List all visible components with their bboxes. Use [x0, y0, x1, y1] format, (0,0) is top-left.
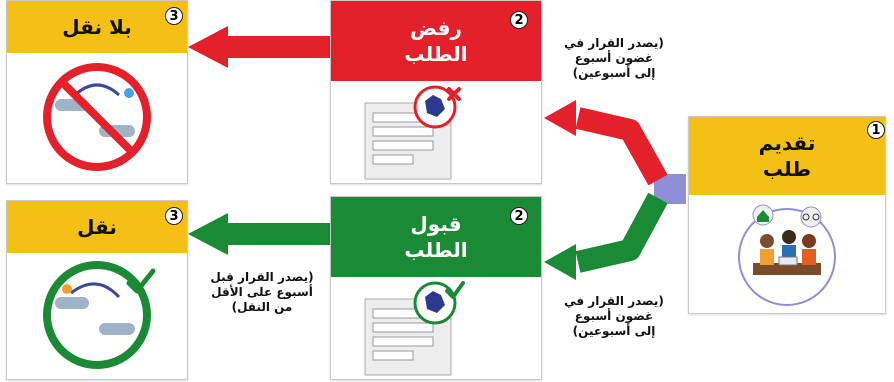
step-transfer-number: 3 [165, 207, 183, 225]
step-submit-header: تقديم طلب [689, 117, 885, 195]
no-flight-illustration [43, 63, 151, 171]
accept-to-transfer-arrowhead [188, 213, 228, 255]
step-no-transfer-number: 3 [165, 7, 183, 25]
accept-timing-note: (يصدر القرار في غضون أسبوع إلى أسبوعين) [564, 294, 664, 338]
step-no-transfer-header: بلا نقل [7, 1, 187, 53]
transfer-timing-note: (يصدر القرار قبل أسبوع على الأقل من النق… [210, 270, 314, 314]
accept-to-transfer-line [226, 223, 330, 245]
step-transfer-title: نقل [77, 215, 117, 239]
accept-branch-arrowhead [544, 244, 576, 280]
reject-timing-note: (يصدر القرار في غضون أسبوع إلى أسبوعين) [564, 36, 664, 80]
step-no-transfer-title: بلا نقل [62, 15, 132, 39]
step-submit-title: تقديم طلب [758, 131, 816, 181]
flight-illustration [43, 261, 156, 369]
accepted-form-illustration [364, 281, 465, 376]
meeting-illustration [738, 204, 836, 306]
step-reject-number: 2 [510, 11, 528, 29]
step-reject-header: رفض الطلب [331, 1, 541, 81]
reject-branch-arrowhead [544, 100, 576, 136]
step-reject-title: رفض الطلب [404, 16, 468, 66]
step-submit-number: 1 [867, 121, 885, 139]
step-accept-number: 2 [510, 207, 528, 225]
reject-to-no-transfer-line [226, 36, 330, 58]
step-transfer-card: نقل 3 [6, 200, 188, 380]
reject-to-no-transfer-arrowhead [188, 26, 228, 68]
step-accept-header: قبول الطلب [331, 197, 541, 277]
accept-branch-line [575, 192, 668, 273]
rejected-form-illustration [364, 85, 461, 180]
step-accept-card: قبول الطلب 2 [330, 196, 542, 380]
step-reject-card: رفض الطلب 2 [330, 0, 542, 184]
reject-branch-line [575, 107, 668, 186]
step-transfer-header: نقل [7, 201, 187, 253]
step-accept-title: قبول الطلب [404, 212, 468, 262]
step-no-transfer-card: بلا نقل 3 [6, 0, 188, 184]
step-submit-card: تقديم طلب 1 [688, 116, 886, 314]
